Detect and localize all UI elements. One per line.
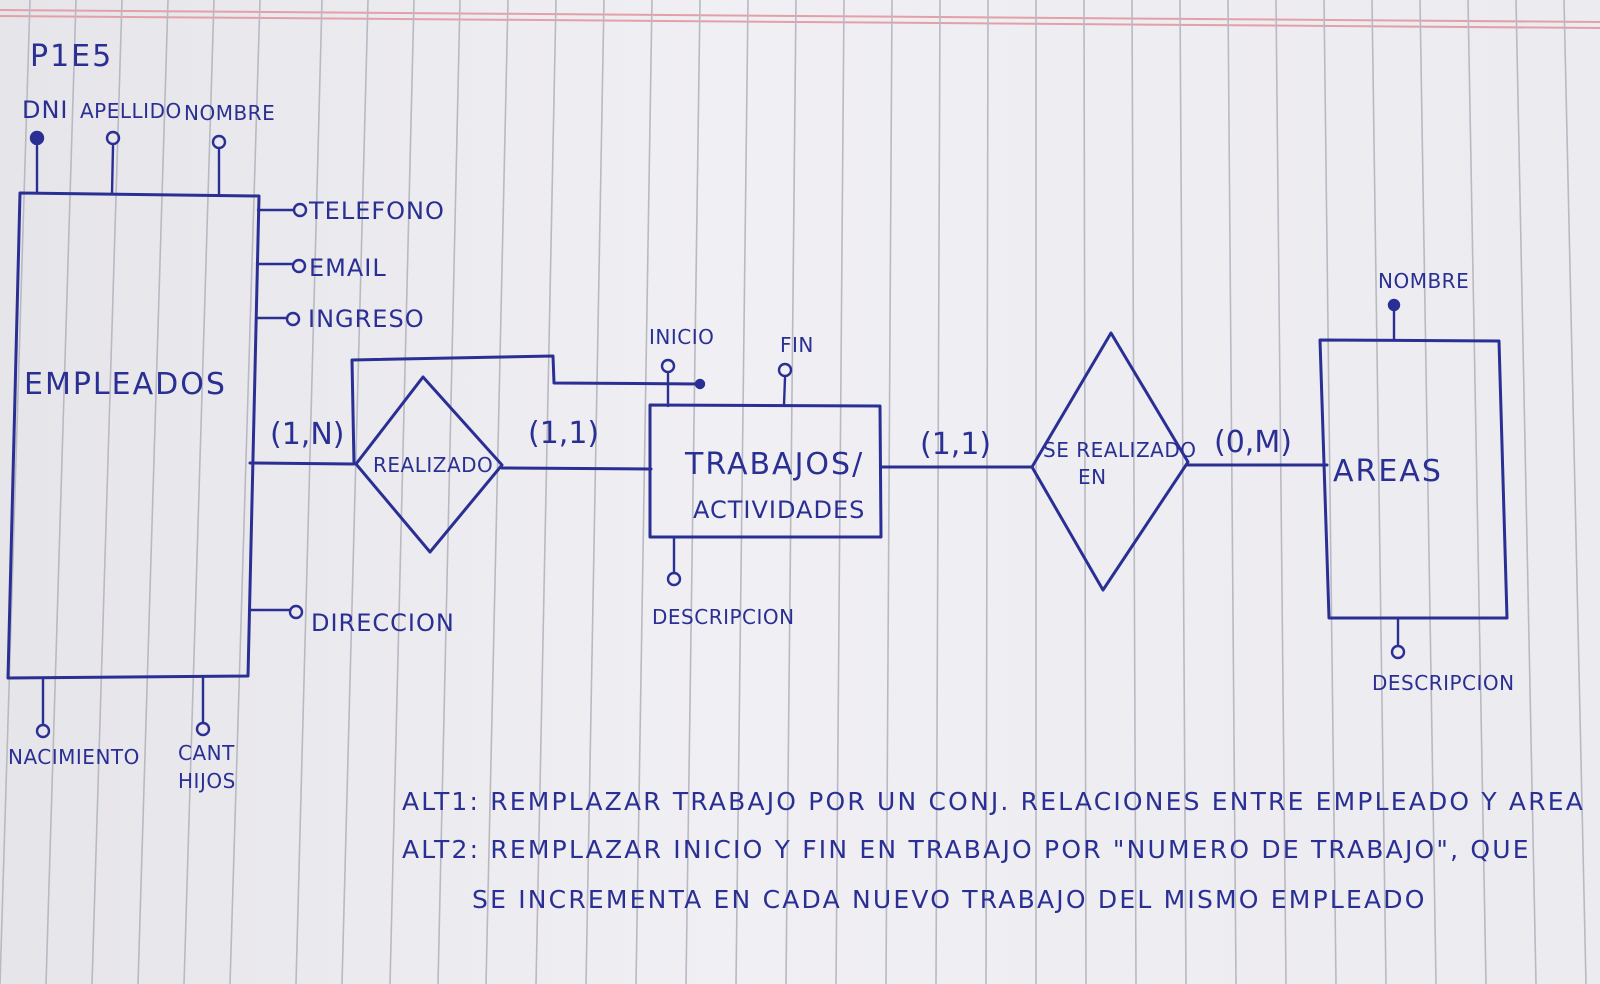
rel-realizado-diamond	[354, 375, 504, 554]
attr-ingreso: INGRESO	[255, 305, 425, 333]
entity-empleados-label: EMPLEADOS	[24, 367, 227, 402]
attribute-marker	[285, 311, 301, 327]
attr-nacimiento-label: NACIMIENTO	[8, 745, 140, 769]
attr-apellido-label: APELLIDO	[80, 99, 182, 123]
attr-ingreso-label: INGRESO	[308, 305, 425, 333]
attr-trabajo-descripcion: DESCRIPCION	[652, 536, 795, 629]
rel-se-realizado-en-label-1: SE REALIZADO	[1043, 438, 1196, 462]
rel-realizado: REALIZADO	[350, 354, 706, 554]
attr-dni: DNI	[22, 96, 69, 195]
entity-areas-box	[1318, 338, 1509, 620]
entity-trabajos: TRABAJOS/ ACTIVIDADES	[648, 403, 883, 539]
attribute-marker	[777, 362, 793, 378]
key-attribute-marker	[1387, 298, 1401, 312]
attribute-marker	[105, 130, 121, 146]
attr-cant-label: CANT	[178, 741, 235, 765]
attr-direccion: DIRECCION	[249, 604, 455, 637]
note-alt2-cont: SE INCREMENTA EN CADA NUEVO TRABAJO DEL …	[472, 885, 1427, 914]
entity-areas: AREAS	[1318, 338, 1509, 620]
attr-email: EMAIL	[255, 254, 387, 282]
attr-nombre-label: NOMBRE	[184, 101, 275, 125]
entity-trabajos-box	[648, 403, 883, 539]
attribute-marker	[195, 721, 211, 737]
note-alt1: ALT1: REMPLAZAR TRABAJO POR UN CONJ. REL…	[402, 787, 1585, 816]
bracket-end-marker	[694, 378, 706, 390]
attr-dni-label: DNI	[22, 96, 69, 124]
attr-nombre: NOMBRE	[184, 101, 275, 197]
attr-apellido: APELLIDO	[80, 99, 182, 196]
attr-area-nombre: NOMBRE	[1378, 269, 1469, 342]
rel-realizado-label: REALIZADO	[373, 453, 493, 477]
attr-email-label: EMAIL	[309, 254, 387, 282]
attribute-marker	[35, 723, 51, 739]
realizado-attribute-bracket	[350, 354, 702, 466]
entity-empleados-box	[6, 191, 261, 680]
entity-trabajos-label-2: ACTIVIDADES	[693, 496, 865, 524]
card-serealizado-left: (1,1)	[920, 427, 991, 462]
attr-telefono: TELEFONO	[256, 197, 445, 225]
attr-fin: FIN	[777, 333, 814, 407]
rel-se-realizado-en-label-2: EN	[1078, 465, 1107, 489]
attribute-marker	[1390, 644, 1406, 660]
entity-empleados: EMPLEADOS	[6, 191, 261, 680]
attr-trabajo-descripcion-label: DESCRIPCION	[652, 605, 795, 629]
attribute-marker	[666, 571, 682, 587]
rel-se-realizado-en-diamond	[1030, 331, 1190, 592]
attr-hijos-label: HIJOS	[178, 769, 236, 793]
attr-area-nombre-label: NOMBRE	[1378, 269, 1469, 293]
attribute-marker	[211, 134, 227, 150]
attr-inicio-label: INICIO	[649, 325, 714, 349]
card-realizado-right: (1,1)	[528, 416, 599, 451]
card-realizado-left: (1,N)	[270, 417, 344, 452]
key-attribute-marker	[29, 130, 45, 146]
attr-telefono-label: TELEFONO	[308, 197, 445, 225]
page-title: P1E5	[30, 39, 113, 74]
attribute-marker	[292, 202, 308, 218]
attr-nacimiento: NACIMIENTO	[8, 677, 140, 769]
connector-realizado-trabajos	[500, 466, 653, 471]
attr-area-descripcion: DESCRIPCION	[1372, 617, 1515, 695]
attribute-marker	[288, 604, 304, 620]
attr-area-descripcion-label: DESCRIPCION	[1372, 671, 1515, 695]
notes: ALT1: REMPLAZAR TRABAJO POR UN CONJ. REL…	[402, 787, 1585, 914]
entity-areas-label: AREAS	[1333, 454, 1443, 489]
attribute-marker	[291, 258, 307, 274]
entity-trabajos-label-1: TRABAJOS/	[684, 447, 864, 482]
connector-empleados-realizado	[248, 461, 355, 466]
attr-fin-label: FIN	[780, 333, 814, 357]
attr-cant-hijos: CANT HIJOS	[178, 676, 236, 793]
card-serealizado-right: (0,M)	[1214, 425, 1292, 460]
attr-inicio: INICIO	[649, 325, 714, 408]
rel-se-realizado-en: SE REALIZADO EN	[1030, 331, 1196, 592]
attribute-marker	[660, 358, 676, 374]
note-alt2: ALT2: REMPLAZAR INICIO Y FIN EN TRABAJO …	[402, 835, 1531, 864]
attr-direccion-label: DIRECCION	[311, 609, 455, 637]
